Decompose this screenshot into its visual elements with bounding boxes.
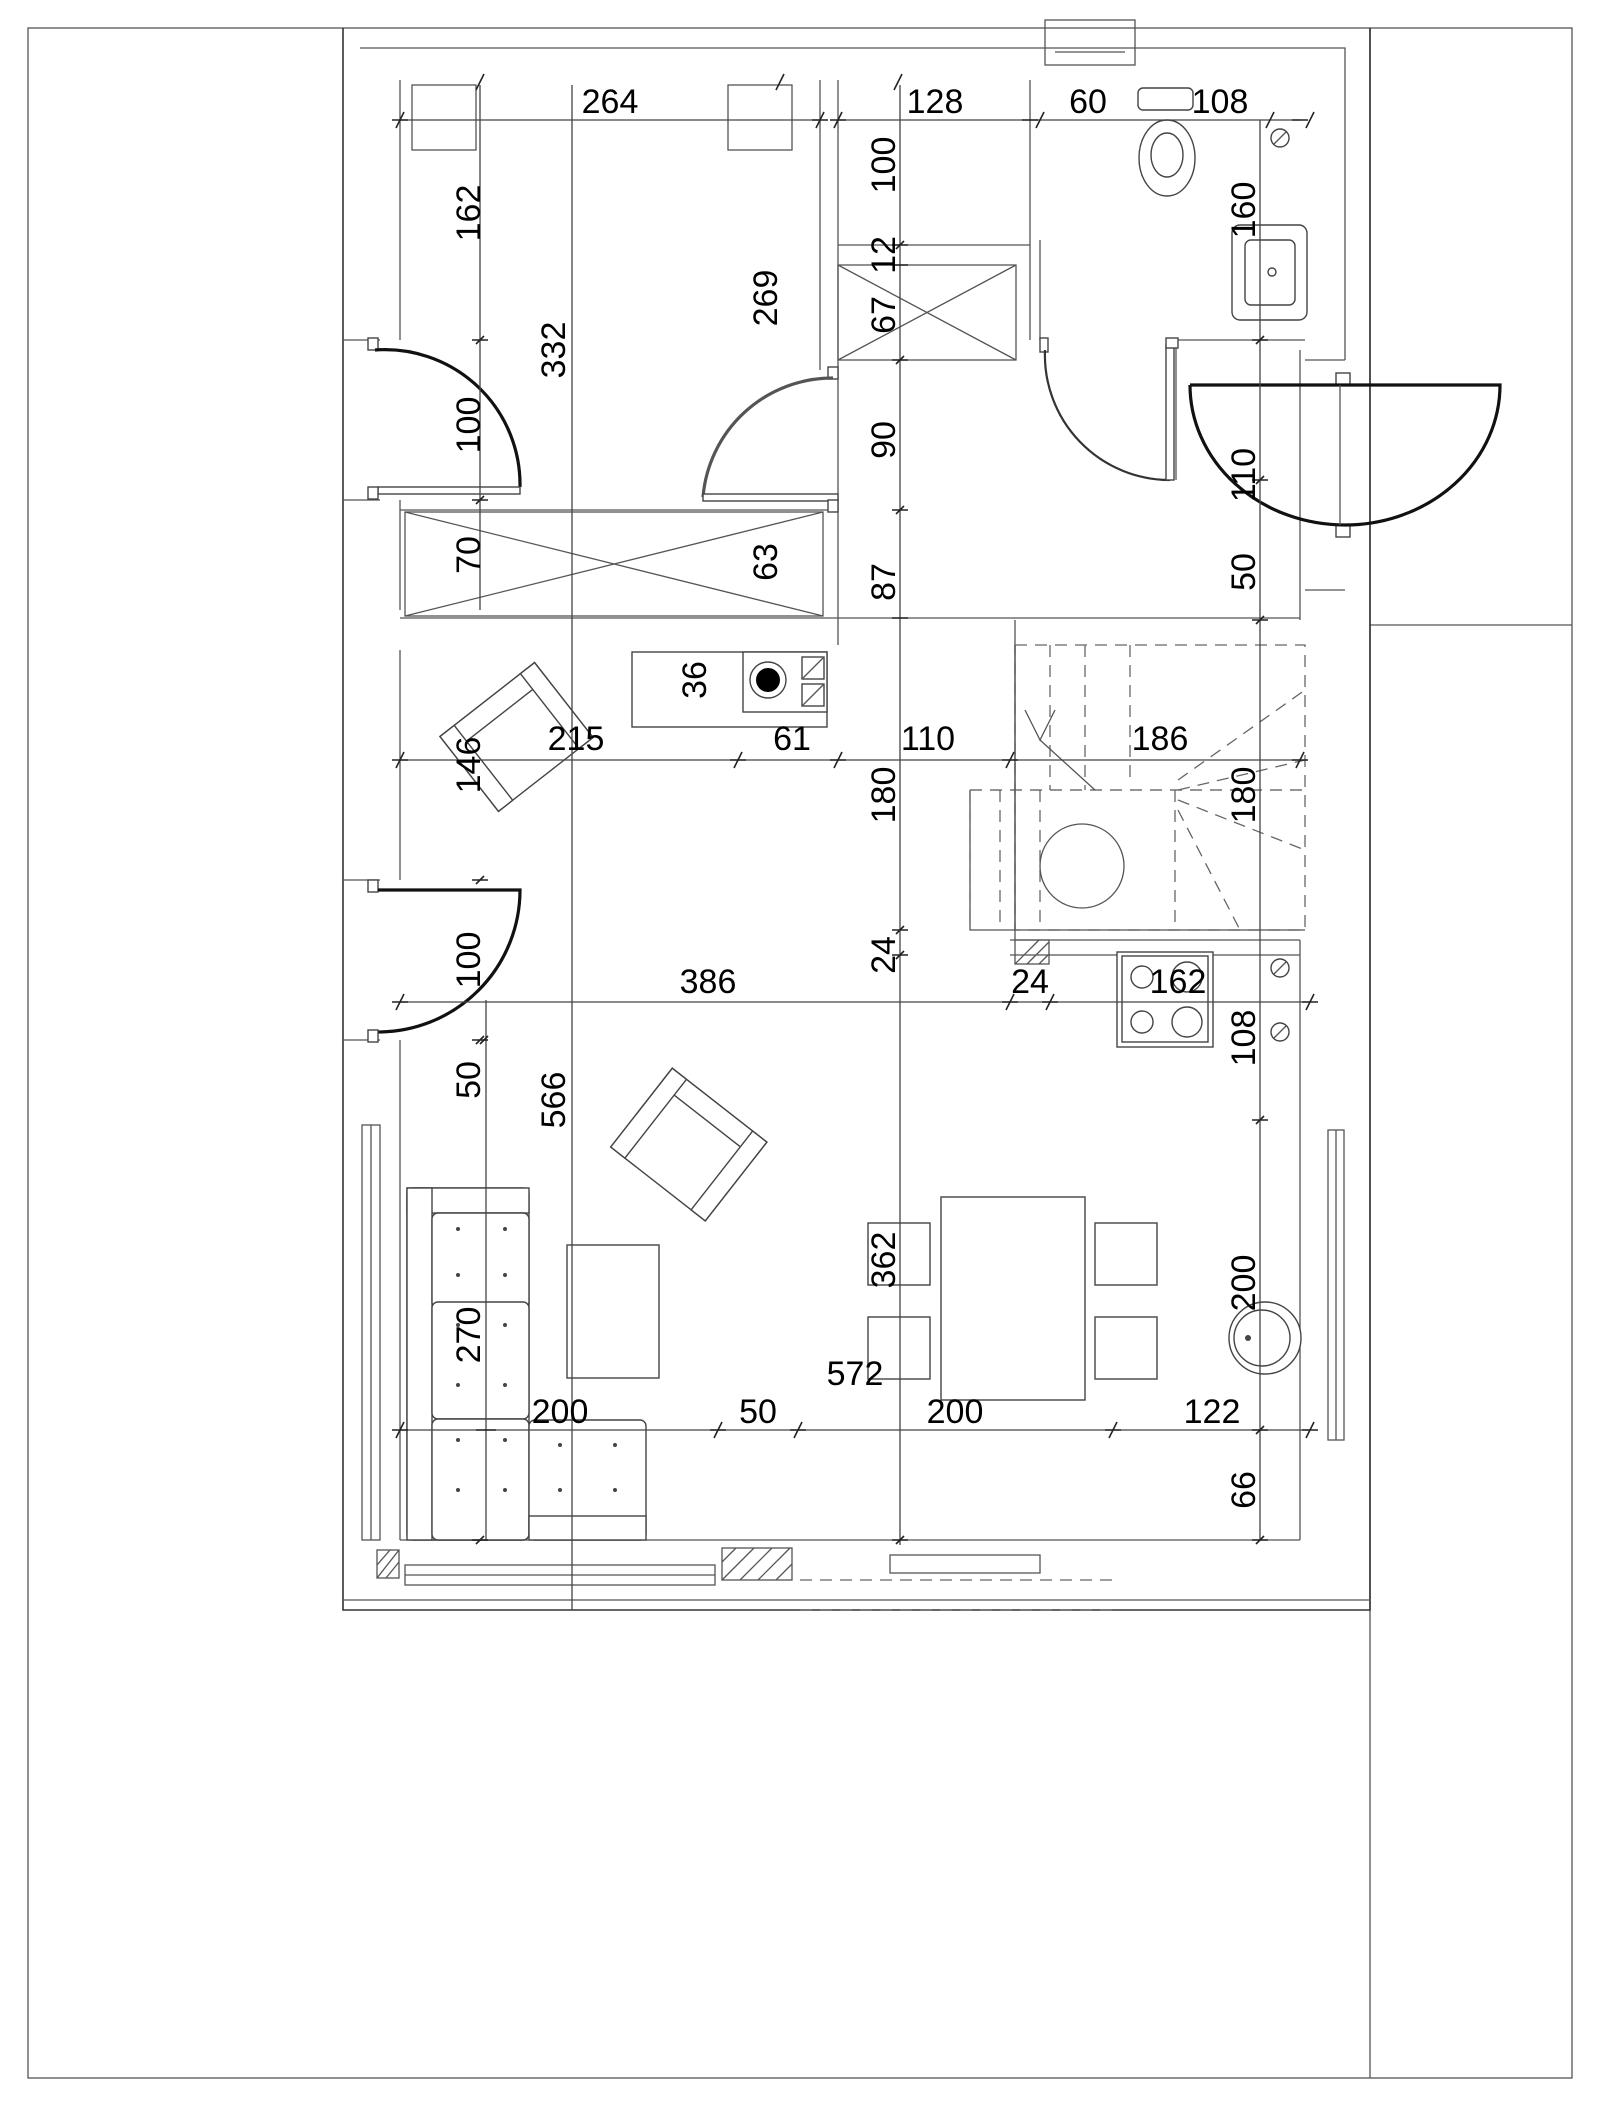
- dim-100: 100: [450, 932, 488, 989]
- dim-36: 36: [676, 661, 714, 699]
- dim-566: 566: [535, 1072, 573, 1129]
- site-outline: [27, 27, 1573, 2079]
- dim-108: 108: [1225, 1010, 1263, 1067]
- dim-50: 50: [739, 1393, 777, 1431]
- coffee-table: [566, 1244, 660, 1379]
- closets: [404, 84, 1017, 617]
- drain-icon: [1270, 128, 1290, 1042]
- dim-200: 200: [1225, 1255, 1263, 1312]
- dim-332: 332: [535, 322, 573, 379]
- dim-269: 269: [747, 270, 785, 327]
- dim-215: 215: [548, 720, 605, 758]
- dim-572: 572: [827, 1355, 884, 1393]
- door-swing: [367, 879, 522, 1043]
- dim-100: 100: [450, 397, 488, 454]
- dim-108: 108: [1192, 83, 1249, 121]
- dim-186: 186: [1132, 720, 1189, 758]
- cooktop-icon: [631, 651, 828, 728]
- door-swing: [701, 366, 839, 513]
- armchair-icon: [439, 661, 595, 813]
- dim-122: 122: [1184, 1393, 1241, 1431]
- dining-table: [867, 1196, 1158, 1401]
- dimension-lines: [400, 85, 1310, 1610]
- dim-362: 362: [865, 1232, 903, 1289]
- dim-66: 66: [1225, 1471, 1263, 1509]
- dim-264: 264: [582, 83, 639, 121]
- door-swing: [1039, 337, 1179, 482]
- dimension-ticks: [392, 73, 1318, 1545]
- dim-200: 200: [532, 1393, 589, 1431]
- dim-63: 63: [747, 543, 785, 581]
- vertical-dimensions: 162 332 269 100 100 12 67 160 90 110 70 …: [450, 137, 1263, 1509]
- dim-270: 270: [450, 1307, 488, 1364]
- dim-110: 110: [901, 720, 955, 758]
- dim-180: 180: [1225, 767, 1263, 824]
- dim-12: 12: [865, 236, 903, 274]
- dim-146: 146: [450, 737, 488, 794]
- stove-icon: [1116, 951, 1214, 1048]
- dim-100: 100: [865, 137, 903, 194]
- sofa-icon: [406, 1187, 647, 1541]
- dim-60: 60: [1069, 83, 1107, 121]
- dim-162: 162: [1150, 963, 1207, 1001]
- dim-87: 87: [865, 563, 903, 601]
- dim-50: 50: [450, 1061, 488, 1099]
- dim-50: 50: [1225, 553, 1263, 591]
- dim-110: 110: [1225, 448, 1263, 502]
- dim-162: 162: [450, 185, 488, 242]
- wc-icon: [1137, 87, 1196, 197]
- dim-24: 24: [865, 936, 903, 974]
- dim-128: 128: [907, 83, 964, 121]
- horizontal-dimensions: 264 128 60 108 215 61 110 186 386 24 162…: [532, 83, 1249, 1431]
- left-windows: [361, 1124, 1345, 1611]
- dim-180: 180: [865, 767, 903, 824]
- door-swing: [1188, 372, 1502, 538]
- dim-24: 24: [1011, 963, 1049, 1001]
- dim-67: 67: [865, 296, 903, 334]
- hatched-columns: [376, 939, 1050, 1581]
- dim-70: 70: [450, 536, 488, 574]
- door-swing: [367, 337, 522, 500]
- dim-90: 90: [865, 421, 903, 459]
- dim-200: 200: [927, 1393, 984, 1431]
- dim-61: 61: [773, 720, 811, 758]
- washbasin-icon: [1231, 224, 1308, 321]
- dim-160: 160: [1225, 182, 1263, 239]
- round-fixture-icon: [1228, 1301, 1302, 1375]
- armchair-icon: [609, 1067, 768, 1222]
- dim-386: 386: [680, 963, 737, 1001]
- staircase: [969, 644, 1306, 931]
